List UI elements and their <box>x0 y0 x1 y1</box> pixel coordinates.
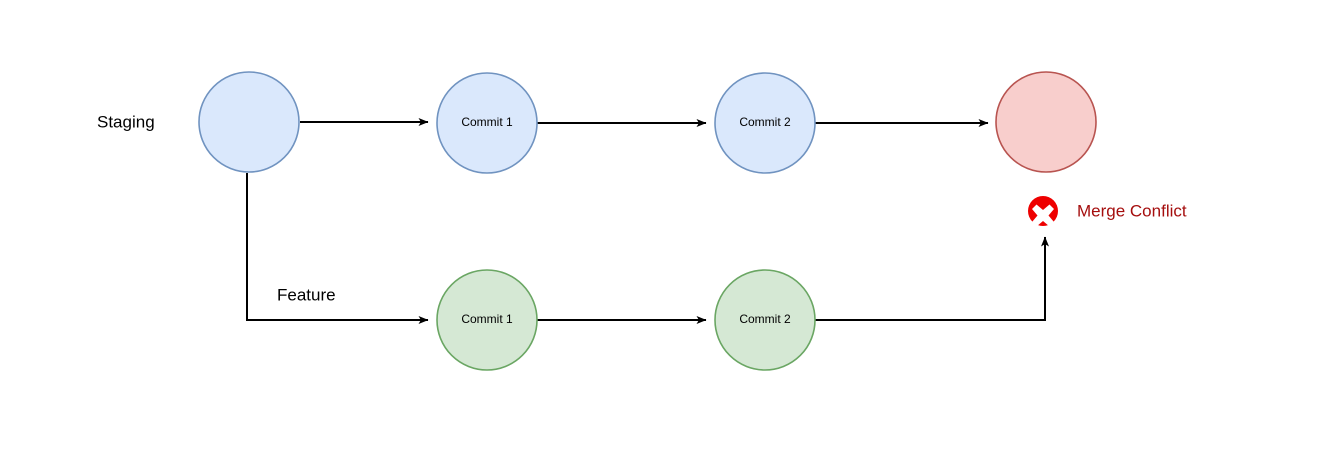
merge-conflict-label: Merge Conflict <box>1077 201 1187 220</box>
merge-target-node[interactable] <box>995 71 1097 173</box>
staging-commit-1-label: Commit 1 <box>461 115 513 129</box>
feature-commit-2-node[interactable] <box>714 269 816 371</box>
merge-conflict-annotation: Merge Conflict <box>1028 196 1187 227</box>
staging-commit-1-node[interactable] <box>436 72 538 174</box>
staging-branch-label: Staging <box>97 112 155 131</box>
error-x-icon <box>1028 196 1058 227</box>
edge-feature-commit-2-to-merge-conflict <box>815 236 1049 321</box>
feature-commit-2-label: Commit 2 <box>739 312 791 326</box>
nodes-layer: Commit 1 Commit 2 Commit 1 Commit 2 <box>198 71 1097 371</box>
staging-base-node[interactable] <box>198 71 300 173</box>
feature-commit-1-label: Commit 1 <box>461 312 513 326</box>
staging-commit-2-node[interactable] <box>714 72 816 174</box>
feature-commit-1-node[interactable] <box>436 269 538 371</box>
feature-branch-label: Feature <box>277 285 336 304</box>
edge-base-to-feature-commit-1 <box>246 173 429 324</box>
edges-layer <box>246 118 1049 324</box>
staging-commit-2-label: Commit 2 <box>739 115 791 129</box>
branch-labels-layer: Staging Feature <box>97 112 336 304</box>
